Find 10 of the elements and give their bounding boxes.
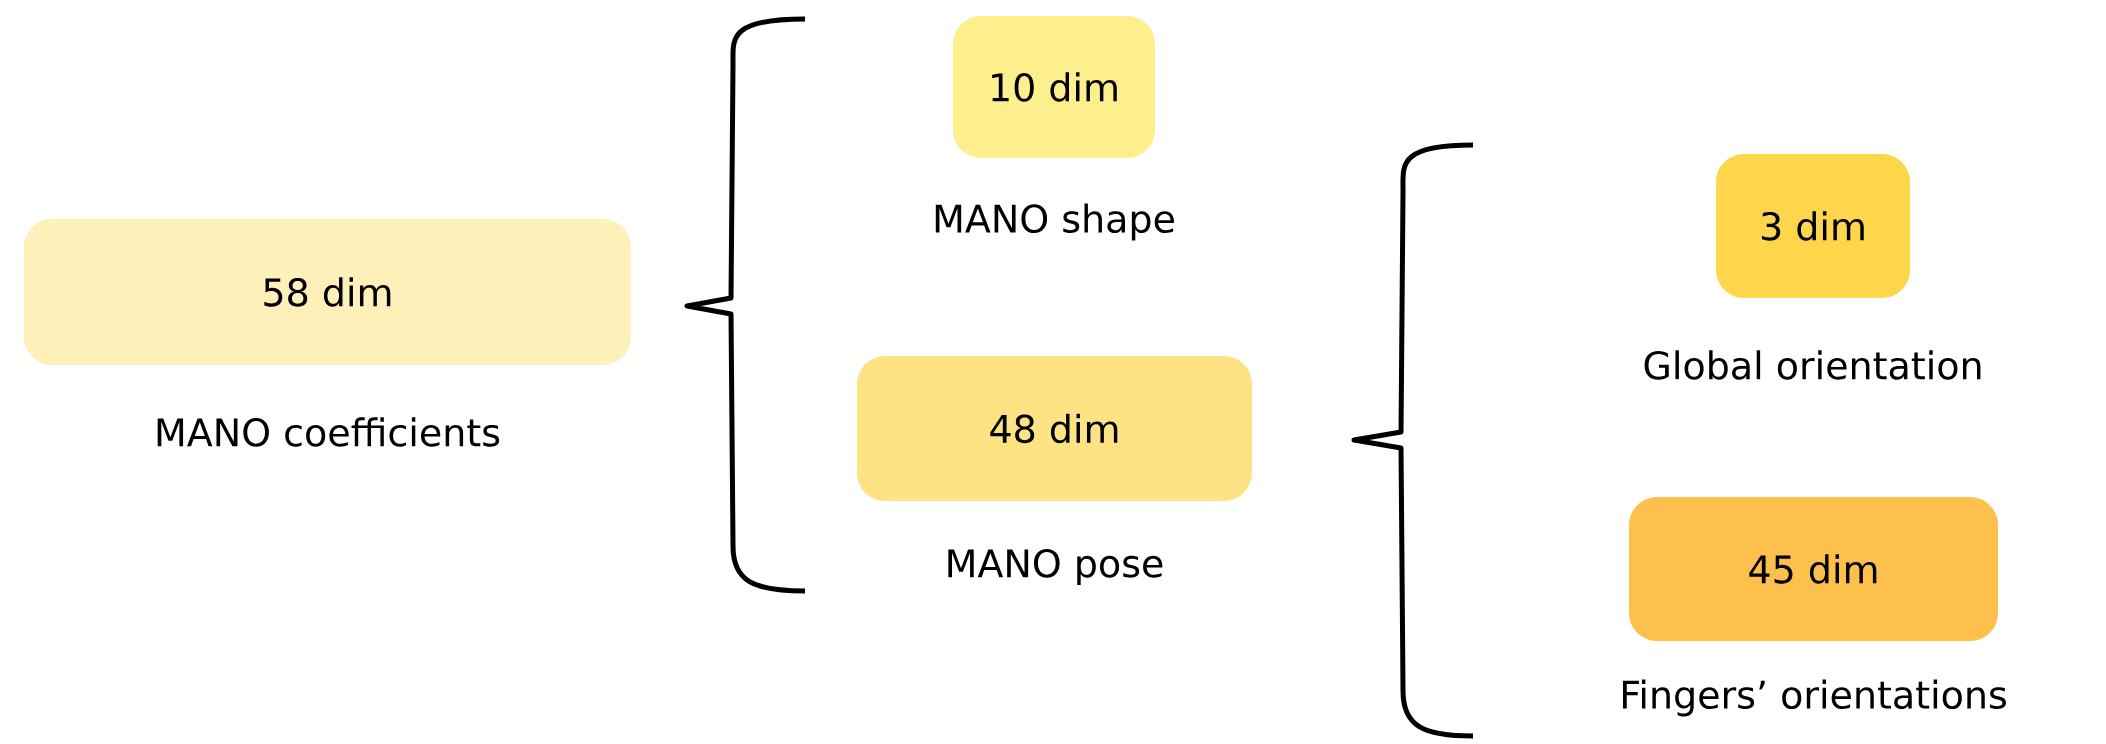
dimension-box: 10 dim <box>953 16 1155 158</box>
box-caption: MANO pose <box>948 548 1163 586</box>
dimension-box: 48 dim <box>857 356 1252 501</box>
box-caption: Fingers’ orientations <box>1623 679 2006 717</box>
dimension-box: 3 dim <box>1716 154 1911 298</box>
box-caption: MANO coefficients <box>157 417 500 447</box>
box-caption: MANO shape <box>935 203 1174 241</box>
dimension-box: 45 dim <box>1629 497 1999 641</box>
dimension-box: 58 dim <box>24 219 631 365</box>
box-caption: Global orientation <box>1644 350 1981 380</box>
